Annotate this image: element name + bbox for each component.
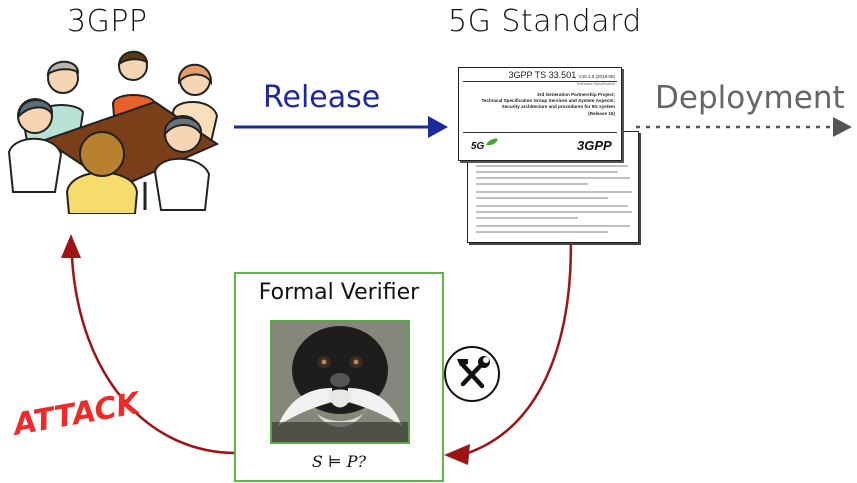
attack-arrow — [61, 234, 237, 455]
document-header-rule — [463, 81, 617, 82]
standard-document-front: 3GPP TS 33.501 V15.1.0 (2018-06) Technic… — [458, 67, 622, 161]
document-body-line1: 3rd Generation Partnership Project; — [537, 92, 615, 97]
emperor-tamarin-photo — [270, 320, 410, 444]
verify-arrow — [444, 221, 573, 465]
document-logo-5g: 5G — [471, 141, 485, 152]
person-front-left — [7, 98, 63, 193]
deployment-arrow — [636, 117, 852, 137]
document-version: V15.1.0 (2018-06) — [578, 74, 615, 79]
hammer-wrench-icon — [444, 346, 500, 402]
document-text-lines — [476, 165, 632, 233]
meeting-people-icon — [7, 50, 220, 214]
document-body-line4: (Release 15) — [588, 110, 615, 116]
document-spec-label: Technical Specification — [576, 82, 615, 86]
formal-verifier-title: Formal Verifier — [258, 280, 420, 305]
leaf-icon — [486, 138, 498, 146]
document-body-line2: Technical Specification Group Services a… — [481, 98, 615, 104]
release-label: Release — [263, 80, 381, 115]
verification-formula: S ⊨ P? — [311, 452, 367, 471]
formal-verifier-box: Formal Verifier S ⊨ P? — [234, 272, 444, 482]
group-title-5g-standard: 5G Standard — [448, 4, 642, 39]
group-title-3gpp: 3GPP — [67, 4, 148, 39]
deployment-label: Deployment — [655, 80, 845, 116]
document-logo-3gpp: 3GPP — [577, 138, 612, 153]
release-arrow — [234, 116, 448, 138]
person-front-right — [153, 115, 211, 211]
document-body-line3: Security architecture and procedures for… — [501, 104, 615, 110]
document-footer-rule — [463, 132, 617, 133]
document-header: 3GPP TS 33.501 — [508, 70, 577, 80]
person-front-center — [65, 131, 139, 214]
